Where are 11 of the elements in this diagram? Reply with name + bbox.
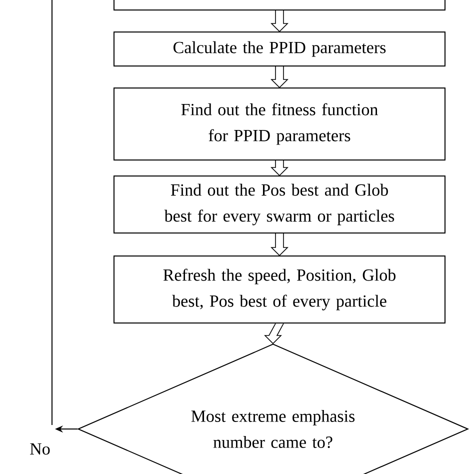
process-box xyxy=(114,0,446,10)
process-box: Calculate the PPID parameters xyxy=(114,32,446,66)
process-box: Find out the fitness function for PPID parameters xyxy=(114,88,446,160)
edge-label: No xyxy=(30,443,50,455)
block-arrow xyxy=(270,10,288,32)
block-arrow xyxy=(264,323,284,344)
block-arrow xyxy=(270,160,288,176)
block-arrow xyxy=(270,233,288,256)
block-arrow xyxy=(270,66,288,88)
process-box: Find out the Pos best and Glob best for every swarm or particles xyxy=(114,176,446,234)
process-box: Refresh the speed, Position, Glob best, Pos best of every particle xyxy=(114,256,446,324)
